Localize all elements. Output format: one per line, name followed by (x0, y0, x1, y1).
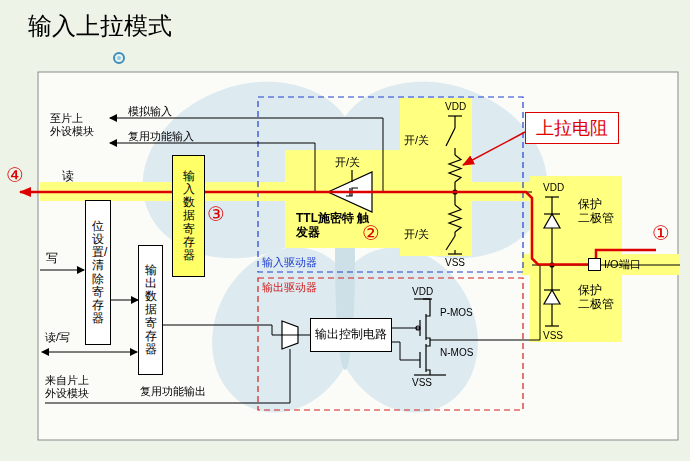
region-border (258, 278, 523, 410)
butterfly-watermark (118, 53, 573, 437)
wire (40, 270, 84, 271)
wire (163, 325, 310, 335)
supply-label: VSS (543, 330, 563, 342)
mosfet (414, 374, 446, 375)
region-label: 输出驱动器 (262, 281, 317, 294)
signal-label: 读/写 (45, 331, 70, 344)
callout-number: ② (362, 222, 380, 245)
diode-label: 保护 二极管 (578, 284, 615, 312)
register-box: 输入数据寄存器 (172, 155, 205, 277)
switch-label: 开/关 (404, 134, 429, 147)
protection-diode (544, 197, 560, 326)
signal-label: 复用功能输入 (128, 130, 194, 143)
wire (111, 300, 138, 301)
port-label: I/O端口 (604, 258, 641, 271)
wire (45, 349, 290, 403)
box-label: 输出控制电路 (315, 328, 387, 342)
signal-label: 读 (62, 170, 74, 184)
diode-label: 保护 二极管 (578, 198, 615, 226)
pull-resistor (446, 128, 455, 146)
mosfet (426, 340, 430, 346)
mosfet (416, 326, 420, 330)
callout-label: 上拉电阻 (536, 118, 608, 139)
pull-resistor (446, 236, 455, 250)
protection-diode (545, 325, 559, 326)
read-path (205, 192, 588, 265)
read-arrow-red (20, 191, 172, 194)
callout-box: 上拉电阻 (525, 112, 619, 144)
region-border (258, 97, 523, 272)
protection-diode (544, 290, 560, 304)
control-box: 输出控制电路 (310, 318, 392, 352)
pull-resistor (446, 116, 462, 254)
wire (110, 118, 383, 192)
title: 输入上拉模式 (28, 12, 172, 40)
supply-label: VDD (543, 182, 564, 194)
switch-label: 开/关 (404, 228, 429, 241)
pull-resistor (448, 253, 462, 254)
mosfet (425, 314, 426, 340)
protection-diode (544, 213, 560, 214)
highlight (40, 98, 680, 342)
wire (430, 265, 540, 340)
pull-resistor (454, 232, 455, 236)
pull-resistor (449, 155, 461, 182)
register-label: 位设置/清除寄存器 (92, 220, 104, 326)
read-arrow-red (20, 192, 172, 193)
transistor-label: N-MOS (440, 347, 473, 359)
supply-label: VSS (445, 257, 465, 269)
mosfet (425, 344, 426, 372)
mosfet (414, 298, 432, 299)
signal-label: 模拟输入 (128, 105, 172, 118)
region-border (258, 97, 523, 410)
pull-resistor (454, 116, 455, 128)
module-label: 至片上 外设模块 (50, 112, 95, 137)
mosfet (426, 370, 430, 375)
wire (40, 118, 680, 403)
title-icon (114, 53, 124, 63)
highlight (400, 98, 472, 256)
signal-label: 写 (46, 252, 58, 266)
protection-diode (544, 289, 560, 290)
region-label: 输入驱动器 (262, 256, 317, 269)
mosfet (419, 352, 420, 368)
register-box: 位设置/清除寄存器 (85, 200, 111, 345)
callout-arrow (463, 132, 525, 165)
title-icon (114, 53, 124, 63)
signal-label: 复用功能输出 (140, 385, 206, 398)
title-icon (117, 56, 121, 60)
register-label: 输入数据寄存器 (183, 170, 195, 262)
register-box: 输出数据寄存器 (138, 245, 163, 375)
io-wire-red (596, 250, 656, 258)
supply-label: VDD (445, 101, 466, 113)
register-label: 输出数据寄存器 (145, 264, 157, 356)
switch-label: 开/关 (335, 156, 360, 169)
driver-region: 输出驱动器输出控制电路 (258, 278, 523, 410)
wire (110, 143, 315, 192)
mosfet (423, 298, 430, 299)
pull-resistor (449, 205, 461, 232)
wire (400, 342, 420, 360)
driver-region: 输入驱动器 (258, 97, 523, 272)
io-wire-red (596, 250, 656, 258)
supply-label: VSS (412, 377, 432, 389)
callout-number: ③ (207, 203, 225, 226)
supply-label: VDD (412, 286, 433, 298)
pull-resistor (454, 148, 455, 155)
callout-arrow (463, 132, 525, 165)
protection-diode (544, 214, 560, 228)
mosfet (426, 338, 430, 340)
callout-number: ④ (6, 164, 24, 187)
wire (42, 352, 137, 353)
transistor-label: P-MOS (440, 307, 473, 319)
schmitt-trigger (351, 170, 352, 182)
io-port: I/O端口 (588, 258, 601, 271)
module-label: 来自片上 外设模块 (45, 374, 90, 399)
callout-number: ① (652, 222, 670, 245)
mosfet (426, 299, 430, 316)
